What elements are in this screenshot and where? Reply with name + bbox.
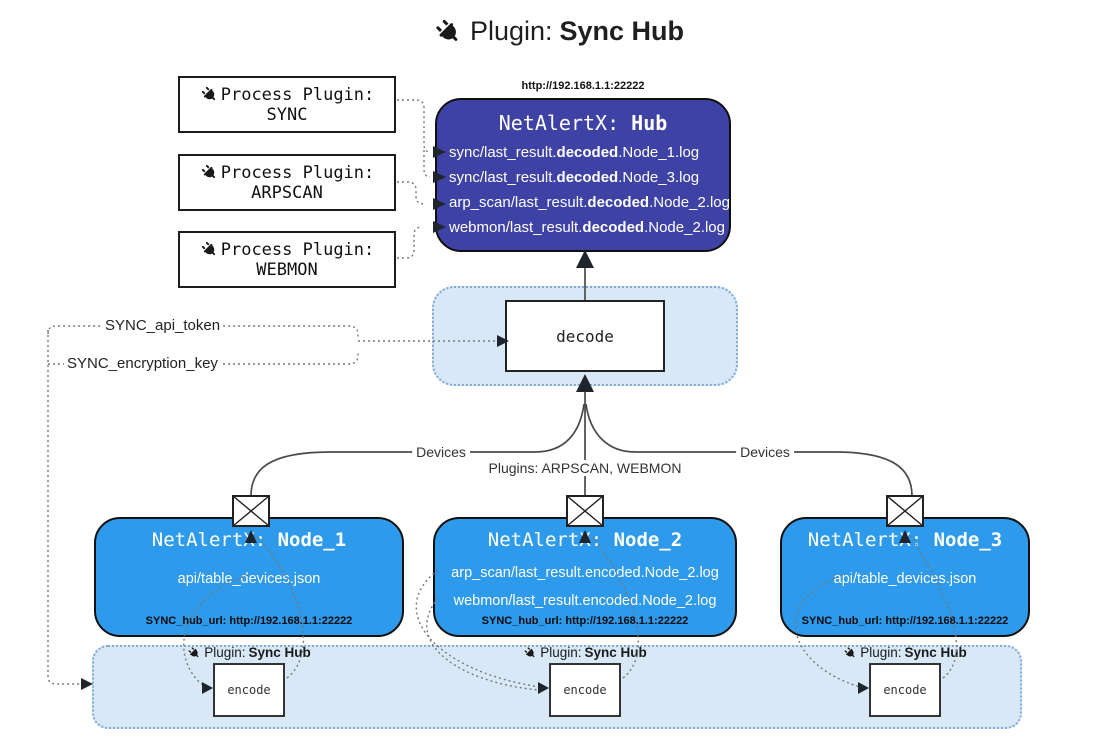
node-files: api/table_devices.json: [833, 571, 977, 587]
process-plugin-name: ARPSCAN: [251, 182, 323, 203]
plug-icon: [188, 646, 199, 657]
hub-log-line: sync/last_result.decoded.Node_1.log: [449, 144, 700, 161]
encode-plugin-label: Plugin: Sync Hub: [523, 645, 647, 660]
page-title: Plugin: Sync Hub: [433, 16, 684, 47]
process-plugin-arpscan: Process Plugin: ARPSCAN: [178, 154, 396, 211]
encode-box: encode: [549, 663, 621, 717]
process-plugin-label: Process Plugin:: [220, 239, 375, 260]
plug-icon: [201, 164, 215, 179]
title-name: Sync Hub: [559, 16, 685, 46]
node-hub-url: SYNC_hub_url: http://192.168.1.1:22222: [145, 615, 353, 627]
plug-icon: [201, 241, 215, 256]
encode-plugin-label: Plugin: Sync Hub: [843, 645, 967, 660]
plug-icon: [201, 86, 215, 101]
plug-icon: [524, 646, 535, 657]
envelope-icon: [566, 495, 604, 532]
envelope-icon: [232, 495, 270, 532]
hub-title-name: Hub: [631, 111, 668, 135]
sync-encryption-key-label: SYNC_encryption_key: [64, 355, 221, 372]
hub-title: NetAlertX: Hub: [437, 111, 729, 135]
encode-box: encode: [213, 663, 285, 717]
encode-plugin-label: Plugin: Sync Hub: [187, 645, 311, 660]
process-plugin-label: Process Plugin:: [220, 84, 375, 105]
encode-box: encode: [869, 663, 941, 717]
hub-log-list: sync/last_result.decoded.Node_1.log sync…: [437, 140, 730, 240]
node-1-box: NetAlertX: Node_1 api/table_devices.json…: [94, 517, 404, 637]
node-title: NetAlertX: Node_3: [807, 529, 1003, 551]
node-hub-url: SYNC_hub_url: http://192.168.1.1:22222: [481, 615, 689, 627]
envelope-icon: [886, 495, 924, 532]
nodes-to-decode-wires: [250, 374, 913, 497]
devices-left-label: Devices: [412, 444, 470, 460]
process-plugin-name: SYNC: [266, 104, 308, 125]
node-2-box: NetAlertX: Node_2 arp_scan/last_result.e…: [433, 517, 737, 637]
hub-url-label: http://192.168.1.1:22222: [521, 80, 645, 92]
sync-api-token-label: SYNC_api_token: [102, 317, 224, 334]
plugins-center-label: Plugins: ARPSCAN, WEBMON: [484, 460, 686, 476]
node-title: NetAlertX: Node_1: [151, 529, 347, 551]
hub-log-line: sync/last_result.decoded.Node_3.log: [449, 169, 700, 186]
title-prefix: Plugin:: [469, 16, 553, 46]
node-files: arp_scan/last_result.encoded.Node_2.log …: [451, 565, 719, 609]
decode-box: decode: [505, 300, 665, 372]
process-plugin-sync: Process Plugin: SYNC: [178, 76, 396, 133]
process-plugin-name: WEBMON: [256, 259, 318, 280]
plug-icon: [435, 19, 457, 41]
hub-log-line: webmon/last_result.decoded.Node_2.log: [449, 219, 725, 236]
node-hub-url: SYNC_hub_url: http://192.168.1.1:22222: [801, 615, 1009, 627]
plug-icon: [844, 646, 855, 657]
process-plugin-label: Process Plugin:: [220, 162, 375, 183]
hub-title-prefix: NetAlertX:: [498, 111, 620, 135]
devices-right-label: Devices: [736, 444, 794, 460]
process-plugin-webmon: Process Plugin: WEBMON: [178, 231, 396, 288]
node-files: api/table_devices.json: [177, 571, 321, 587]
node-3-box: NetAlertX: Node_3 api/table_devices.json…: [780, 517, 1030, 637]
hub-box: NetAlertX: Hub sync/last_result.decoded.…: [435, 98, 731, 252]
node-title: NetAlertX: Node_2: [487, 529, 683, 551]
hub-log-line: arp_scan/last_result.decoded.Node_2.log: [449, 194, 730, 211]
